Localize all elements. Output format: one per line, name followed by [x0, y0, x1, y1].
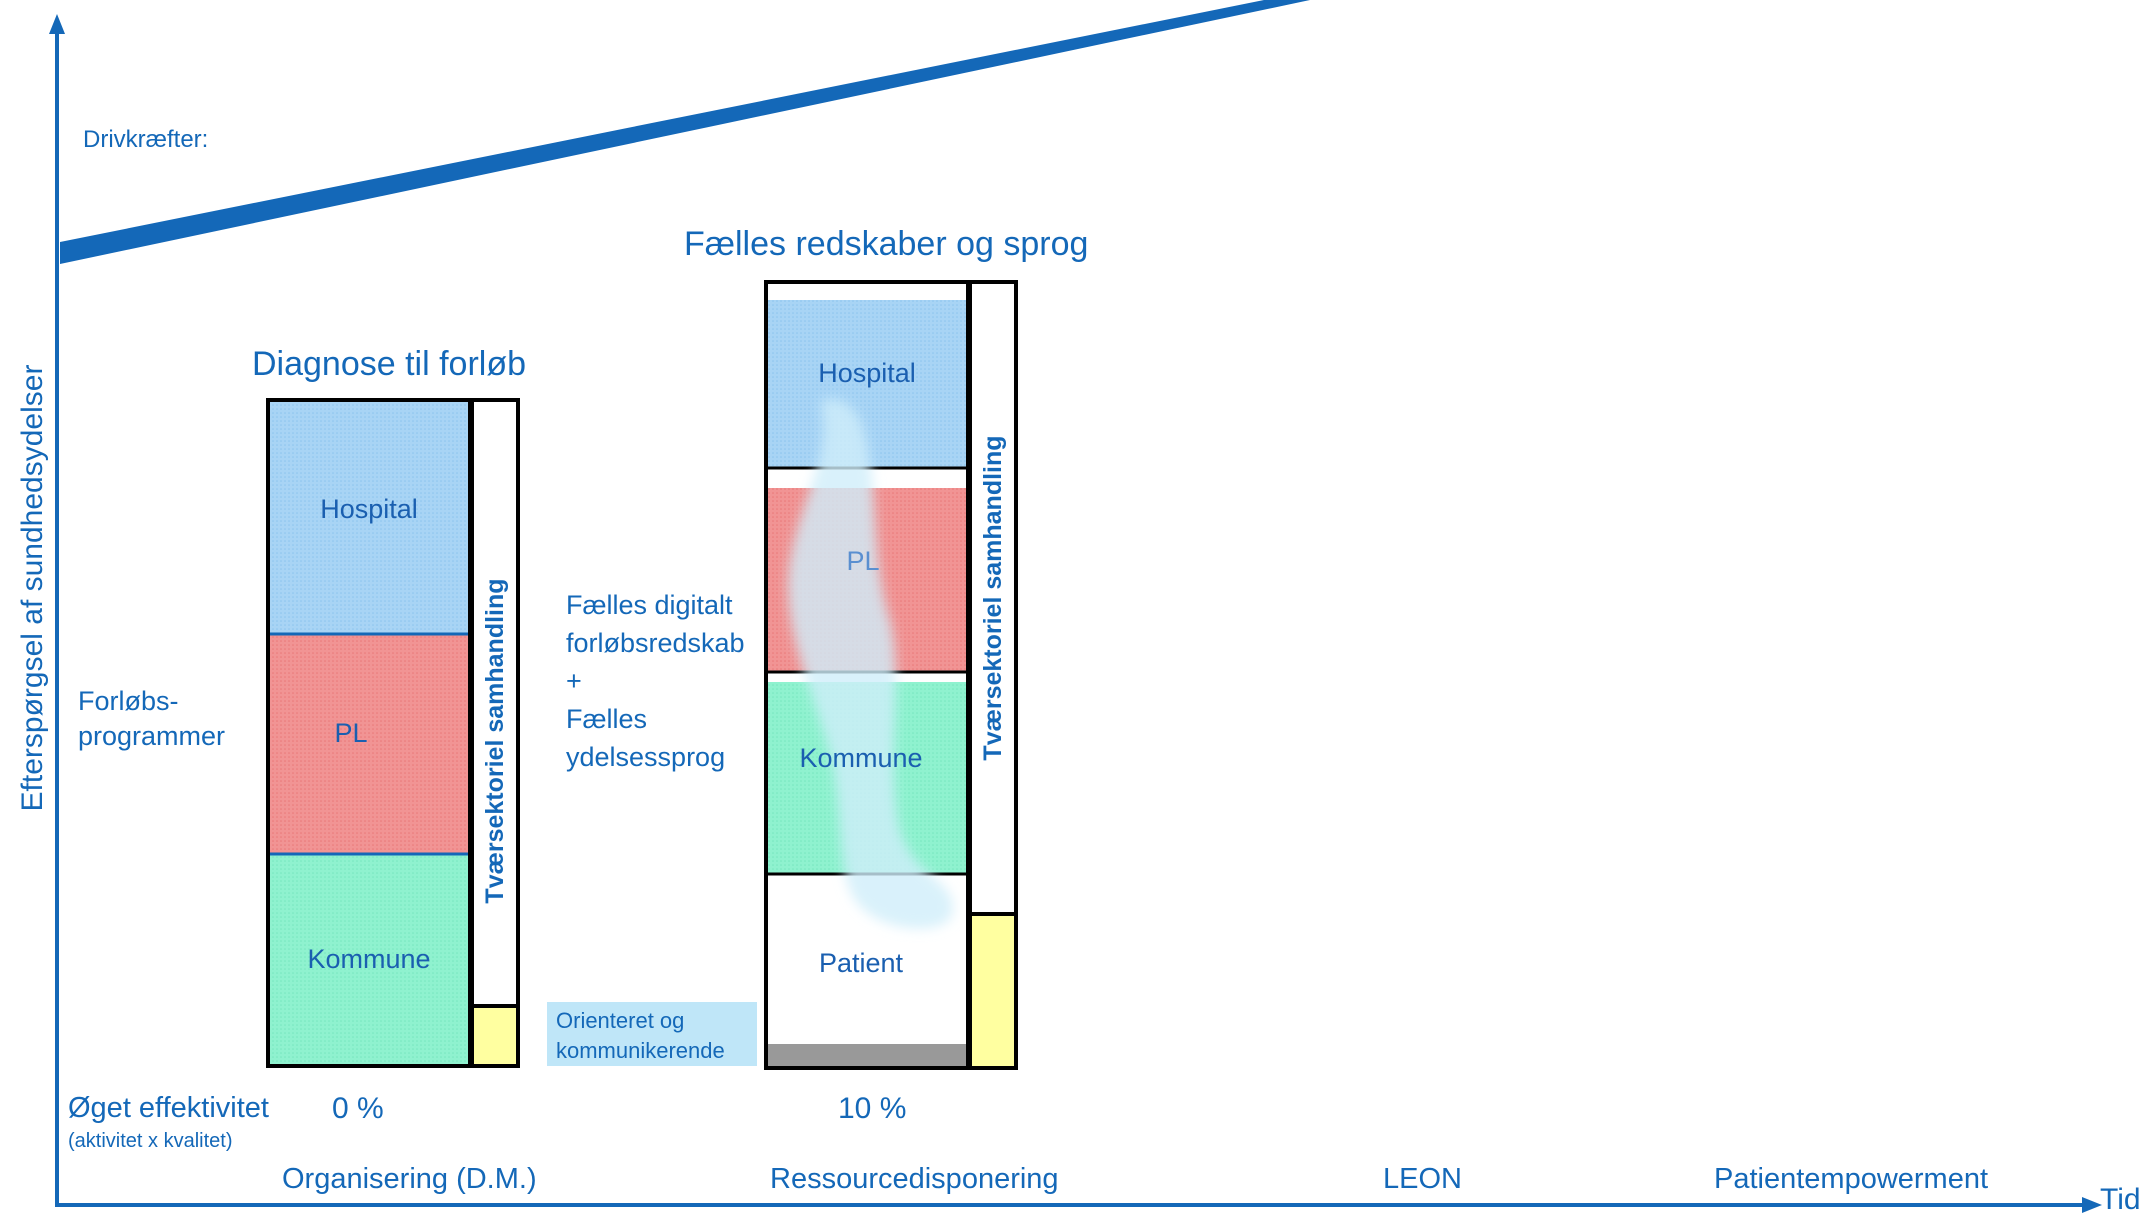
left-hospital-block: [268, 400, 470, 634]
left-pl-label: PL: [334, 718, 368, 748]
phase-1: Organisering (D.M.): [282, 1163, 537, 1195]
left-yellow-box: [470, 1004, 520, 1068]
right-patient-label: Patient: [818, 948, 904, 978]
left-column-title: Diagnose til forløb: [252, 345, 527, 383]
left-kommune-block: [268, 854, 470, 1066]
left-kommune-label: Kommune: [307, 944, 431, 974]
right-hospital-label: Hospital: [818, 358, 916, 388]
right-hospital-block: [766, 300, 968, 468]
right-vertical-bar: [968, 280, 1018, 916]
callout-box: [547, 1002, 757, 1066]
efficiency-sublabel: (aktivitet x kvalitet): [68, 1130, 233, 1152]
y-axis-arrowhead: [49, 14, 65, 34]
right-kommune-label: Kommune: [799, 743, 923, 773]
left-efficiency-value: 0 %: [332, 1092, 384, 1125]
phase-2: Ressourcedisponering: [770, 1163, 1059, 1195]
callout-line2: kommunikerende: [556, 1038, 725, 1063]
drivers-band: [60, 0, 1310, 264]
right-pl-label: PL: [846, 546, 880, 576]
right-side-line-3: +: [566, 666, 582, 696]
efficiency-label: Øget effektivitet: [68, 1092, 269, 1124]
left-pl-block: [268, 634, 470, 854]
phase-4: Patientempowerment: [1714, 1163, 1989, 1195]
x-axis-label: Tid: [2100, 1183, 2141, 1216]
right-vertical-label: Tværsektoriel samhandling: [979, 435, 1007, 761]
right-efficiency-value: 10 %: [838, 1092, 907, 1125]
patient-pathway-cloud: [787, 398, 953, 929]
left-side-label-line2: programmer: [78, 721, 226, 751]
left-vertical-bar: [470, 398, 520, 1008]
right-side-line-4: Fælles: [566, 704, 648, 734]
right-column-title: Fælles redskaber og sprog: [684, 225, 1089, 263]
left-column-graphics: [266, 398, 520, 1068]
right-column-graphics: [764, 280, 1018, 1070]
callout-line1: Orienteret og: [556, 1008, 685, 1033]
x-axis-arrowhead: [2082, 1197, 2102, 1213]
right-side-line-1: Fælles digitalt: [566, 590, 733, 620]
right-side-line-2: forløbsredskab: [566, 628, 745, 658]
left-side-label-line1: Forløbs-: [78, 686, 179, 716]
right-gray-base: [766, 1044, 968, 1068]
drivers-label: Drivkræfter:: [83, 126, 209, 153]
right-side-line-5: ydelsessprog: [566, 742, 726, 772]
phase-3: LEON: [1383, 1163, 1462, 1195]
y-axis-label: Efterspørgsel af sundhedsydelser: [16, 364, 49, 812]
right-yellow-box: [968, 912, 1018, 1070]
left-vertical-label: Tværsektoriel samhandling: [481, 578, 509, 904]
left-hospital-label: Hospital: [320, 494, 418, 524]
